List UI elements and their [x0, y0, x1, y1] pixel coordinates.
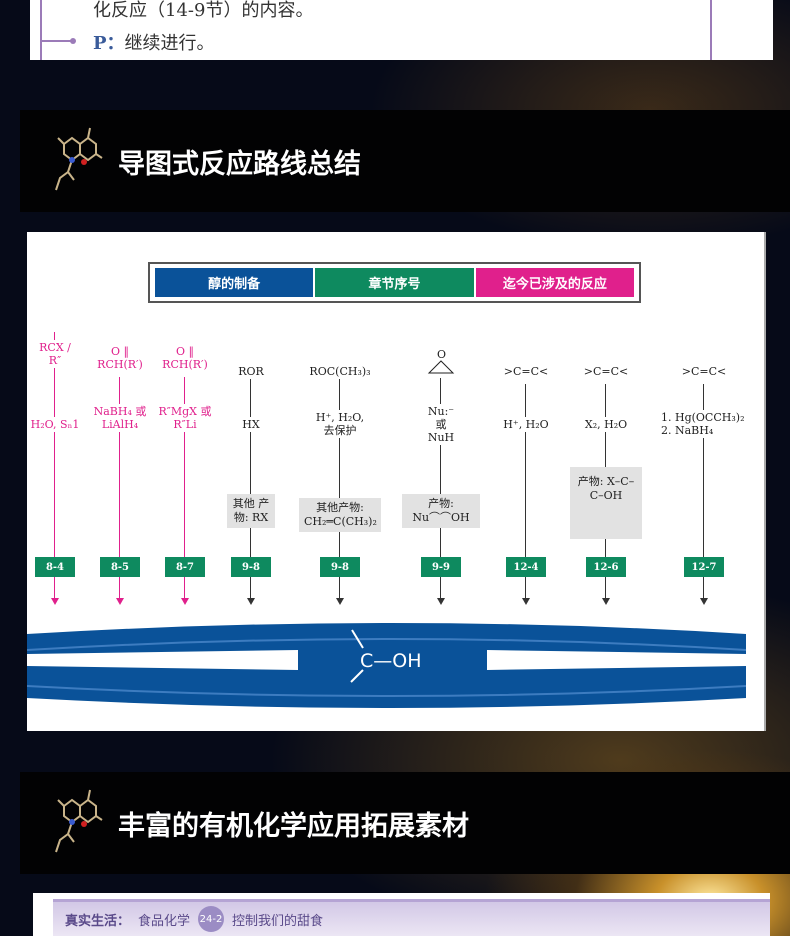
text-line-p: P：继续进行。 [93, 29, 215, 55]
legend-reactions: 迄今已涉及的反应 [475, 268, 634, 297]
reactant: O ‖ RCH(R′) [155, 344, 215, 372]
section-badge: 9-8 [231, 557, 271, 577]
card-category: 食品化学 [138, 913, 191, 929]
text-line: 化反应（14-9节）的内容。 [93, 0, 314, 21]
reagent: 1. Hg(OCCH₃)₂ 2. NaBH₄ [661, 410, 747, 438]
section-header: 丰富的有机化学应用拓展素材 [20, 772, 790, 874]
timeline-dot [70, 38, 76, 44]
section-badge: 24-2 [198, 906, 225, 932]
side-product-box: 产物: X–C–C–OH [570, 467, 642, 539]
reactant: ROR [238, 364, 264, 379]
reagent: H⁺, H₂O, 去保护 [310, 410, 370, 438]
reactant: RCX / R″ [35, 340, 75, 368]
section-badge: 12-4 [506, 557, 546, 577]
reagent: X₂, H₂O [584, 417, 628, 432]
text-card: 化反应（14-9节）的内容。 P：继续进行。 [30, 0, 773, 60]
timeline-line [40, 0, 42, 60]
molecule-icon [55, 789, 103, 853]
application-card: 真实生活： 食品化学 24-2 控制我们的甜食 [33, 893, 770, 936]
reaction-map: 醇的制备 章节序号 迄今已涉及的反应 RCX / R″ H₂O, Sₙ1 8-4… [27, 232, 764, 731]
side-product-box: 产物: Nu⌒⌒OH [402, 494, 480, 528]
alcohol-product-band [27, 623, 747, 708]
section-header: 导图式反应路线总结 [20, 110, 790, 212]
section-badge: 8-7 [165, 557, 205, 577]
p-text: 继续进行。 [124, 33, 215, 54]
section-badge: 8-4 [35, 557, 75, 577]
section-badge: 9-8 [320, 557, 360, 577]
timeline-connector [40, 40, 72, 42]
reagent: Nu:⁻ 或 NuH [421, 404, 461, 445]
section-title: 导图式反应路线总结 [118, 149, 361, 180]
card-title: 控制我们的甜食 [232, 913, 324, 929]
epoxide-icon: O [427, 348, 455, 374]
legend: 醇的制备 章节序号 迄今已涉及的反应 [148, 262, 641, 303]
legend-alcohol-prep: 醇的制备 [155, 268, 314, 297]
legend-section-number: 章节序号 [315, 268, 474, 297]
section-badge: 9-9 [421, 557, 461, 577]
reactant: O ‖ RCH(R′) [90, 344, 150, 372]
side-product-box: 其他 产物: RX [227, 494, 275, 528]
side-product-box: 其他产物: CH₂═C(CH₃)₂ [299, 498, 381, 532]
card-border [710, 0, 712, 60]
svg-text:O: O [437, 348, 446, 361]
reagent: HX [242, 417, 260, 432]
reactant: >C=C< [583, 364, 629, 379]
card-label: 真实生活： [65, 913, 131, 929]
section-badge: 12-6 [586, 557, 626, 577]
section-badge: 12-7 [684, 557, 724, 577]
alcohol-label: C—OH [360, 650, 422, 672]
reagent: H⁺, H₂O [503, 417, 549, 432]
reactant: >C=C< [503, 364, 549, 379]
p-label: P： [93, 33, 125, 54]
reactant: ROC(CH₃)₃ [309, 364, 371, 379]
card-header: 真实生活： 食品化学 24-2 控制我们的甜食 [53, 899, 770, 936]
section-badge: 8-5 [100, 557, 140, 577]
section-title: 丰富的有机化学应用拓展素材 [118, 811, 469, 842]
reagent: H₂O, Sₙ1 [30, 417, 80, 432]
molecule-icon [55, 127, 103, 191]
reagent: NaBH₄ 或 LiAlH₄ [90, 404, 150, 432]
reagent: R″MgX 或 R″Li [155, 404, 215, 432]
reactant: >C=C< [681, 364, 727, 379]
